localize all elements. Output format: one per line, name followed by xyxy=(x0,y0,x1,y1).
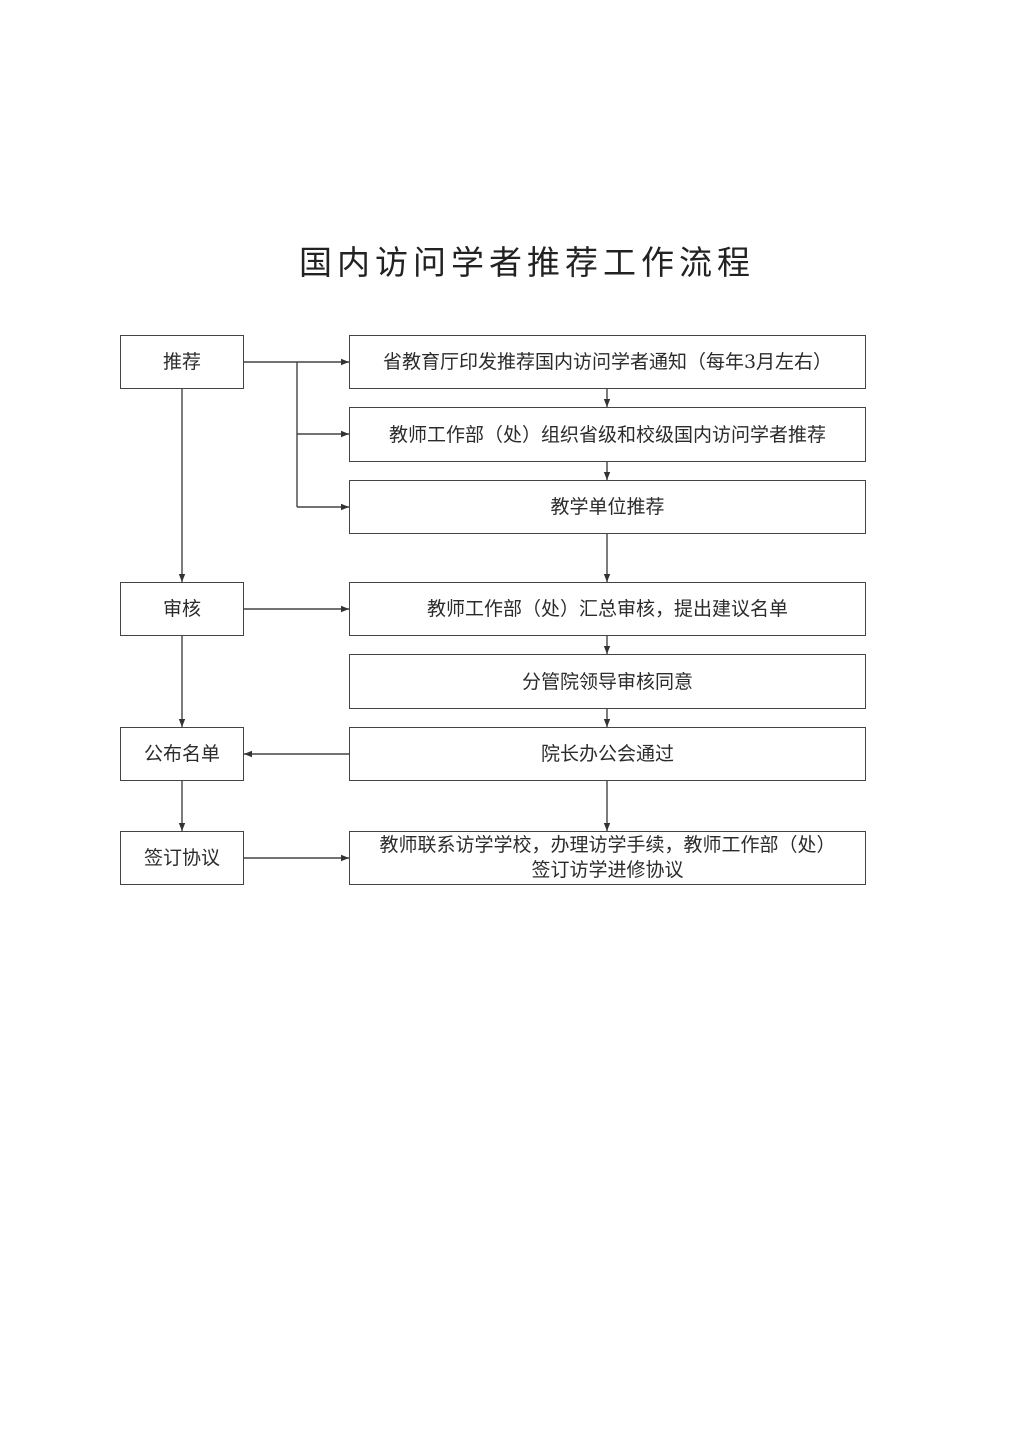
step-leader-approve-box: 分管院领导审核同意 xyxy=(349,654,866,709)
stage-publish-box: 公布名单 xyxy=(120,727,244,781)
step-contact-label-line2: 签订访学进修协议 xyxy=(531,859,684,881)
page-title: 国内访问学者推荐工作流程 xyxy=(299,243,755,282)
step-contact-label-line1: 教师联系访学学校，办理访学手续，教师工作部（处） xyxy=(379,834,836,856)
stage-review-box: 审核 xyxy=(120,582,244,636)
stage-review-label: 审核 xyxy=(162,598,201,620)
step-leader-approve-label: 分管院领导审核同意 xyxy=(521,670,693,693)
stage-publish-label: 公布名单 xyxy=(143,743,220,765)
step-office-meeting-box: 院长办公会通过 xyxy=(349,727,866,781)
step-office-meeting-label: 院长办公会通过 xyxy=(540,743,674,765)
stage-recommend-box: 推荐 xyxy=(120,335,244,389)
step-unit-recommend-label: 教学单位推荐 xyxy=(550,496,665,518)
step-contact-box: 教师联系访学学校，办理访学手续，教师工作部（处） 签订访学进修协议 xyxy=(349,831,866,885)
step-summary-review-box: 教师工作部（处）汇总审核，提出建议名单 xyxy=(349,582,866,636)
step-summary-review-label: 教师工作部（处）汇总审核，提出建议名单 xyxy=(426,598,788,620)
step-organize-box: 教师工作部（处）组织省级和校级国内访问学者推荐 xyxy=(349,407,866,462)
step-notice-box: 省教育厅印发推荐国内访问学者通知（每年3月左右） xyxy=(349,335,866,389)
stage-sign-box: 签订协议 xyxy=(120,831,244,885)
stage-recommend-label: 推荐 xyxy=(162,351,201,373)
step-unit-recommend-box: 教学单位推荐 xyxy=(349,480,866,534)
step-notice-label: 省教育厅印发推荐国内访问学者通知（每年3月左右） xyxy=(382,351,833,373)
stage-sign-label: 签订协议 xyxy=(143,847,220,869)
step-organize-label: 教师工作部（处）组织省级和校级国内访问学者推荐 xyxy=(388,423,826,446)
